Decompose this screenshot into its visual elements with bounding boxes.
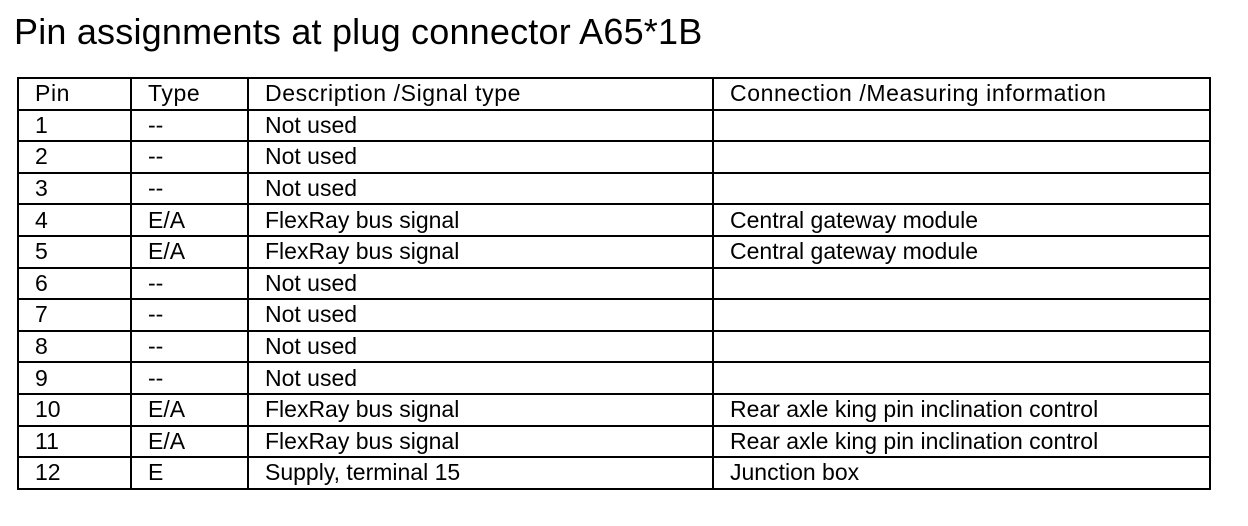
cell-description: Supply, terminal 15: [247, 456, 714, 490]
cell-pin: 7: [17, 298, 132, 332]
cell-description: FlexRay bus signal: [247, 424, 714, 459]
cell-type: E: [130, 456, 249, 490]
cell-pin: 4: [17, 203, 132, 237]
table-row: 8 -- Not used: [17, 329, 1211, 364]
cell-pin: 12: [17, 456, 132, 490]
cell-pin: 8: [17, 329, 132, 364]
column-header-description: Description /Signal type: [247, 77, 714, 111]
cell-pin: 1: [17, 108, 132, 143]
cell-type: E/A: [130, 234, 249, 269]
cell-connection: Junction box: [712, 456, 1211, 490]
cell-description: Not used: [247, 329, 714, 364]
table-row: 11 E/A FlexRay bus signal Rear axle king…: [17, 424, 1211, 459]
cell-type: --: [130, 140, 249, 174]
cell-description: FlexRay bus signal: [247, 234, 714, 269]
table-row: 7 -- Not used: [17, 298, 1211, 332]
cell-pin: 11: [17, 424, 132, 459]
cell-description: Not used: [247, 298, 714, 332]
cell-type: E/A: [130, 203, 249, 237]
cell-description: Not used: [247, 140, 714, 174]
cell-type: E/A: [130, 392, 249, 427]
cell-pin: 3: [17, 171, 132, 206]
pin-assignment-table: Pin Type Description /Signal type Connec…: [17, 77, 1211, 490]
cell-connection: Rear axle king pin inclination control: [712, 392, 1211, 427]
table-row: 6 -- Not used: [17, 266, 1211, 301]
column-header-pin: Pin: [17, 77, 132, 111]
cell-type: --: [130, 329, 249, 364]
table-row: 5 E/A FlexRay bus signal Central gateway…: [17, 234, 1211, 269]
table-row: 12 E Supply, terminal 15 Junction box: [17, 456, 1211, 490]
cell-connection: [712, 298, 1211, 332]
cell-description: Not used: [247, 171, 714, 206]
cell-description: Not used: [247, 361, 714, 395]
cell-pin: 9: [17, 361, 132, 395]
cell-connection: [712, 140, 1211, 174]
cell-type: --: [130, 361, 249, 395]
cell-description: FlexRay bus signal: [247, 392, 714, 427]
cell-pin: 6: [17, 266, 132, 301]
cell-connection: [712, 329, 1211, 364]
table-row: 10 E/A FlexRay bus signal Rear axle king…: [17, 392, 1211, 427]
column-header-connection: Connection /Measuring information: [712, 77, 1211, 111]
cell-connection: Central gateway module: [712, 234, 1211, 269]
column-header-type: Type: [130, 77, 249, 111]
cell-description: Not used: [247, 108, 714, 143]
cell-type: --: [130, 266, 249, 301]
cell-description: Not used: [247, 266, 714, 301]
table-row: 2 -- Not used: [17, 140, 1211, 174]
table-row: 1 -- Not used: [17, 108, 1211, 143]
cell-connection: Central gateway module: [712, 203, 1211, 237]
table-row: 4 E/A FlexRay bus signal Central gateway…: [17, 203, 1211, 237]
cell-type: --: [130, 171, 249, 206]
table-row: 9 -- Not used: [17, 361, 1211, 395]
cell-pin: 2: [17, 140, 132, 174]
cell-connection: [712, 171, 1211, 206]
cell-type: E/A: [130, 424, 249, 459]
table-row: 3 -- Not used: [17, 171, 1211, 206]
page-title: Pin assignments at plug connector A65*1B: [14, 11, 703, 52]
cell-connection: [712, 108, 1211, 143]
cell-connection: [712, 266, 1211, 301]
cell-type: --: [130, 298, 249, 332]
cell-description: FlexRay bus signal: [247, 203, 714, 237]
cell-pin: 5: [17, 234, 132, 269]
cell-pin: 10: [17, 392, 132, 427]
cell-type: --: [130, 108, 249, 143]
table-header-row: Pin Type Description /Signal type Connec…: [17, 77, 1211, 111]
cell-connection: [712, 361, 1211, 395]
cell-connection: Rear axle king pin inclination control: [712, 424, 1211, 459]
